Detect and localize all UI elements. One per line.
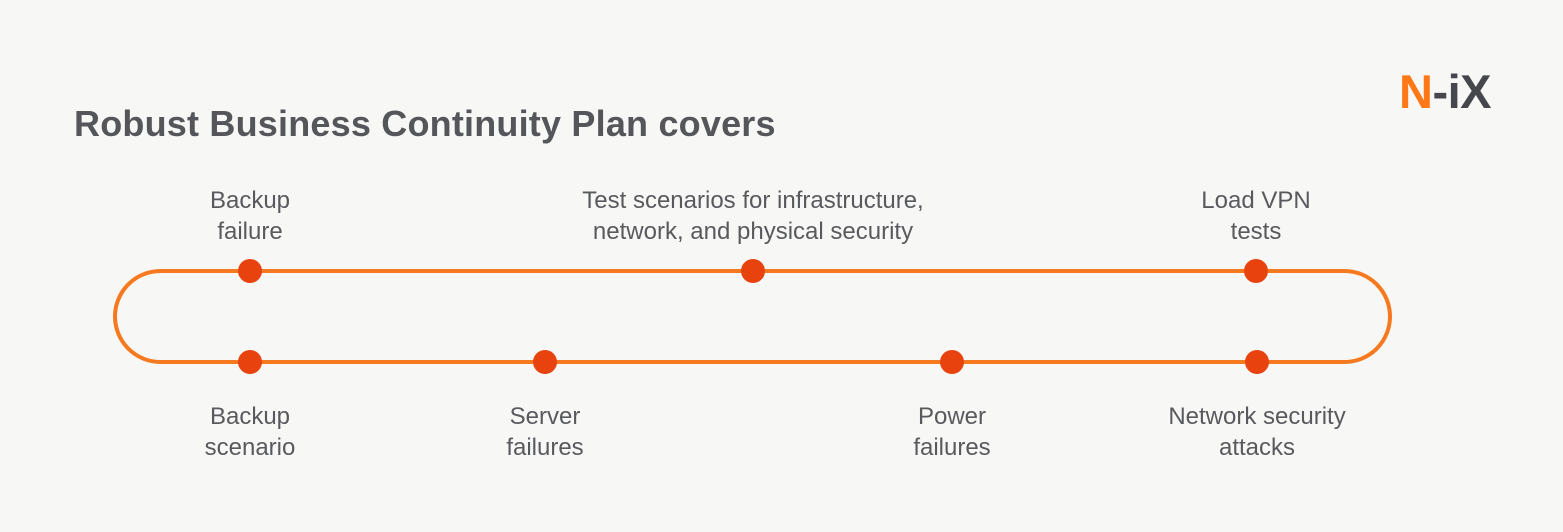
- page-title: Robust Business Continuity Plan covers: [74, 103, 776, 145]
- dot-load-vpn-tests: [1244, 259, 1268, 283]
- dot-server-failures: [533, 350, 557, 374]
- dot-network-security: [1245, 350, 1269, 374]
- label-server-failures: Server failures: [506, 403, 584, 461]
- dot-backup-scenario: [238, 350, 262, 374]
- nix-logo-dark-letters: -iX: [1432, 65, 1491, 118]
- label-test-scenarios: Test scenarios for infrastructure, netwo…: [582, 187, 924, 245]
- dot-test-scenarios: [741, 259, 765, 283]
- label-power-failures: Power failures: [913, 403, 991, 461]
- dot-power-failures: [940, 350, 964, 374]
- label-load-vpn-tests: Load VPN tests: [1201, 187, 1311, 245]
- dot-backup-failure: [238, 259, 262, 283]
- continuity-loop-outline: [113, 269, 1392, 364]
- label-backup-scenario: Backup scenario: [204, 403, 296, 461]
- nix-logo-accent-letter: N: [1398, 65, 1433, 118]
- label-network-security-attacks: Network security attacks: [1168, 403, 1346, 461]
- nix-logo: N-iX: [1398, 65, 1492, 118]
- label-backup-failure: Backup failure: [209, 187, 291, 245]
